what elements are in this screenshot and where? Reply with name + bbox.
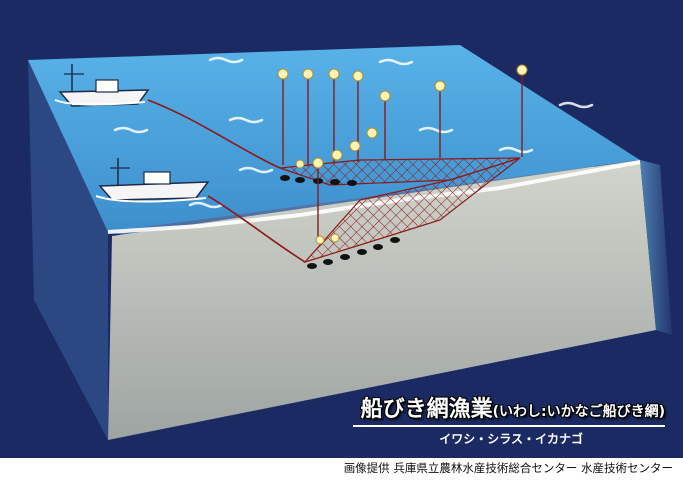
water-column	[28, 60, 108, 440]
tow-ropes	[147, 99, 306, 263]
fishing-scene	[28, 45, 672, 440]
image-credit: 画像提供 兵庫県立農林水産技術総合センター 水産技術センター	[343, 461, 673, 475]
net-lower	[303, 157, 521, 264]
boat-upper	[54, 64, 150, 107]
water-right-face	[640, 160, 672, 335]
seabed-floor	[108, 160, 656, 440]
title-paren: (いわし:いかなご船びき網)	[492, 404, 665, 420]
species-label: イワシ・シラス・イカナゴ	[439, 432, 583, 446]
caption-title: 船びき網漁業(いわし:いかなご船びき網)	[353, 391, 665, 423]
title-underline	[353, 425, 665, 427]
title-main: 船びき網漁業	[360, 397, 493, 422]
surface-foam	[107, 160, 641, 234]
caption: 船びき網漁業(いわし:いかなご船びき網) イワシ・シラス・イカナゴ	[353, 391, 665, 447]
boat-lower	[95, 158, 210, 203]
buoys	[277, 64, 528, 245]
